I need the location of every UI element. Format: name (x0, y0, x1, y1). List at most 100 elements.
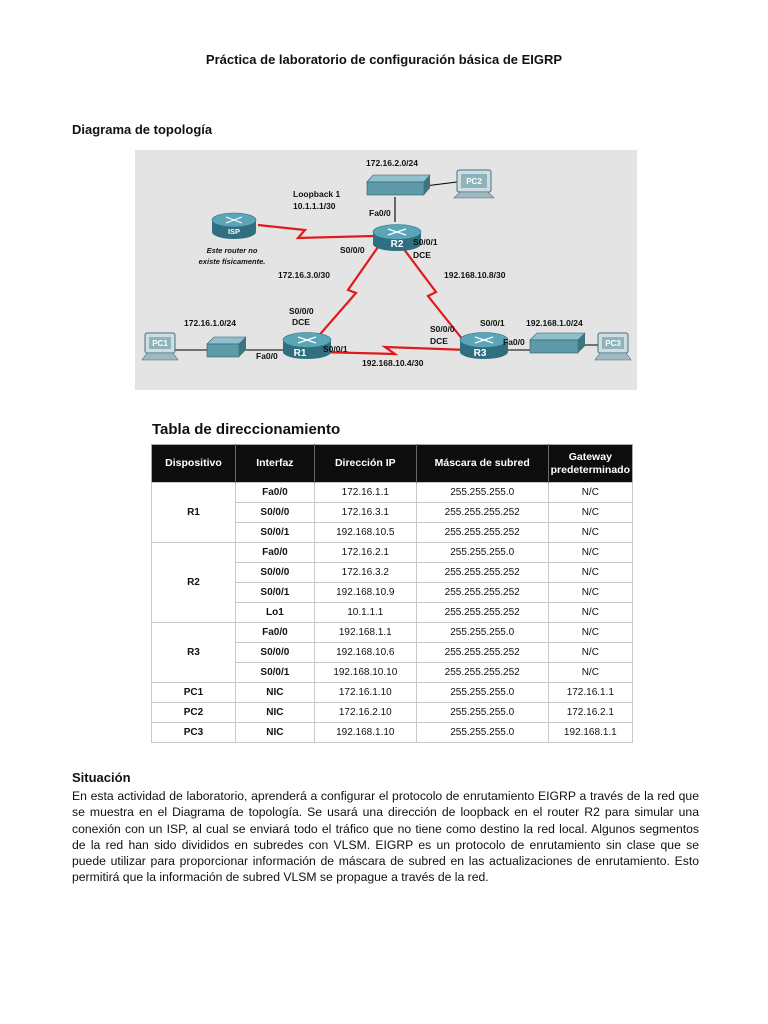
r2-router-icon: R2 (372, 224, 422, 251)
r3-s001-label: S0/0/1 (480, 318, 505, 328)
r1-router-icon: R1 (282, 332, 332, 359)
ip-cell: 192.168.10.5 (313, 522, 417, 543)
mask-cell: 255.255.255.252 (415, 642, 549, 663)
switch-r2-lan-icon (366, 174, 431, 196)
ip-cell: 172.16.3.1 (313, 502, 417, 523)
mask-cell: 255.255.255.0 (415, 482, 549, 503)
serial-isp-r2 (257, 223, 375, 240)
interface-cell: S0/0/1 (234, 522, 315, 543)
ip-cell: 192.168.1.1 (313, 622, 417, 643)
interface-cell: S0/0/0 (234, 502, 315, 523)
interface-cell: NIC (234, 682, 315, 703)
ip-cell: 192.168.1.10 (313, 722, 417, 743)
net-r2-lan-label: 172.16.2.0/24 (366, 158, 418, 168)
device-cell: R3 (151, 622, 236, 683)
mask-cell: 255.255.255.252 (415, 662, 549, 683)
topology-heading: Diagrama de topología (72, 122, 213, 137)
loopback-label: Loopback 1 (293, 189, 341, 199)
device-cell: PC2 (151, 702, 236, 723)
isp-router-icon: ISP (211, 212, 257, 239)
pc2-label: PC2 (466, 177, 482, 186)
situation-heading: Situación (72, 770, 131, 785)
ip-cell: 172.16.2.10 (313, 702, 417, 723)
net-r1-r2-label: 172.16.3.0/30 (278, 270, 330, 280)
col-header-interface: Interfaz (234, 444, 315, 483)
r3-label: R3 (474, 348, 487, 359)
isp-note-line1: Este router no (207, 246, 258, 255)
mask-cell: 255.255.255.252 (415, 582, 549, 603)
gateway-cell: N/C (547, 522, 634, 543)
gateway-cell: N/C (547, 562, 634, 583)
interface-cell: Fa0/0 (234, 622, 315, 643)
pc1-label: PC1 (152, 339, 168, 348)
r1-label: R1 (294, 348, 307, 359)
gateway-cell: N/C (547, 582, 634, 603)
r1-fa00-label: Fa0/0 (256, 351, 278, 361)
mask-cell: 255.255.255.0 (415, 542, 549, 563)
mask-cell: 255.255.255.0 (415, 702, 549, 723)
mask-cell: 255.255.255.252 (415, 602, 549, 623)
r2-fa00-label: Fa0/0 (369, 208, 391, 218)
ip-cell: 172.16.2.1 (313, 542, 417, 563)
serial-links (257, 223, 469, 356)
interface-cell: S0/0/0 (234, 562, 315, 583)
ip-cell: 192.168.10.10 (313, 662, 417, 683)
interface-cell: Fa0/0 (234, 482, 315, 503)
loopback-addr-label: 10.1.1.1/30 (293, 201, 336, 211)
r3-dce-label: DCE (430, 336, 448, 346)
gateway-cell: N/C (547, 502, 634, 523)
topology-diagram: PC2 PC1 PC3 ISP R2 R1 (135, 150, 637, 390)
interface-cell: Lo1 (234, 602, 315, 623)
switch-r3-lan-icon (529, 332, 586, 354)
device-cell: PC3 (151, 722, 236, 743)
r3-router-icon: R3 (459, 332, 509, 359)
switch-r1-lan-icon (206, 336, 247, 358)
r1-dce-label: DCE (292, 317, 310, 327)
col-header-mask: Máscara de subred (415, 444, 549, 483)
interface-cell: S0/0/0 (234, 642, 315, 663)
ip-cell: 172.16.3.2 (313, 562, 417, 583)
col-header-gateway: Gateway predeterminado (547, 444, 633, 483)
device-cell: PC1 (151, 682, 236, 703)
gateway-cell: N/C (547, 622, 634, 643)
gateway-cell: N/C (547, 542, 634, 563)
mask-cell: 255.255.255.252 (415, 522, 549, 543)
r2-label: R2 (391, 239, 404, 250)
gateway-cell: 172.16.2.1 (547, 702, 634, 723)
interface-cell: S0/0/1 (234, 582, 315, 603)
net-r1-r3-label: 192.168.10.4/30 (362, 358, 424, 368)
gateway-cell: 172.16.1.1 (547, 682, 634, 703)
net-r1-lan-label: 172.16.1.0/24 (184, 318, 236, 328)
gateway-cell: N/C (547, 662, 634, 683)
gateway-cell: N/C (547, 482, 634, 503)
ip-cell: 192.168.10.9 (313, 582, 417, 603)
gateway-cell: N/C (547, 602, 634, 623)
mask-cell: 255.255.255.0 (415, 622, 549, 643)
r2-s000-label: S0/0/0 (340, 245, 365, 255)
r1-s000-label: S0/0/0 (289, 306, 314, 316)
gateway-cell: 192.168.1.1 (547, 722, 634, 743)
interface-cell: S0/0/1 (234, 662, 315, 683)
page-title: Práctica de laboratorio de configuración… (205, 52, 563, 67)
device-cell: R2 (151, 542, 236, 623)
serial-r1-r3 (317, 345, 469, 356)
r2-dce-label: DCE (413, 250, 431, 260)
pc3-label: PC3 (605, 339, 621, 348)
table-title: Tabla de direccionamiento (152, 421, 341, 438)
device-cell: R1 (151, 482, 236, 543)
interface-cell: Fa0/0 (234, 542, 315, 563)
situation-paragraph: En esta actividad de laboratorio, aprend… (72, 789, 699, 885)
interface-cell: NIC (234, 702, 315, 723)
net-r2-r3-label: 192.168.10.8/30 (444, 270, 506, 280)
mask-cell: 255.255.255.0 (415, 722, 549, 743)
